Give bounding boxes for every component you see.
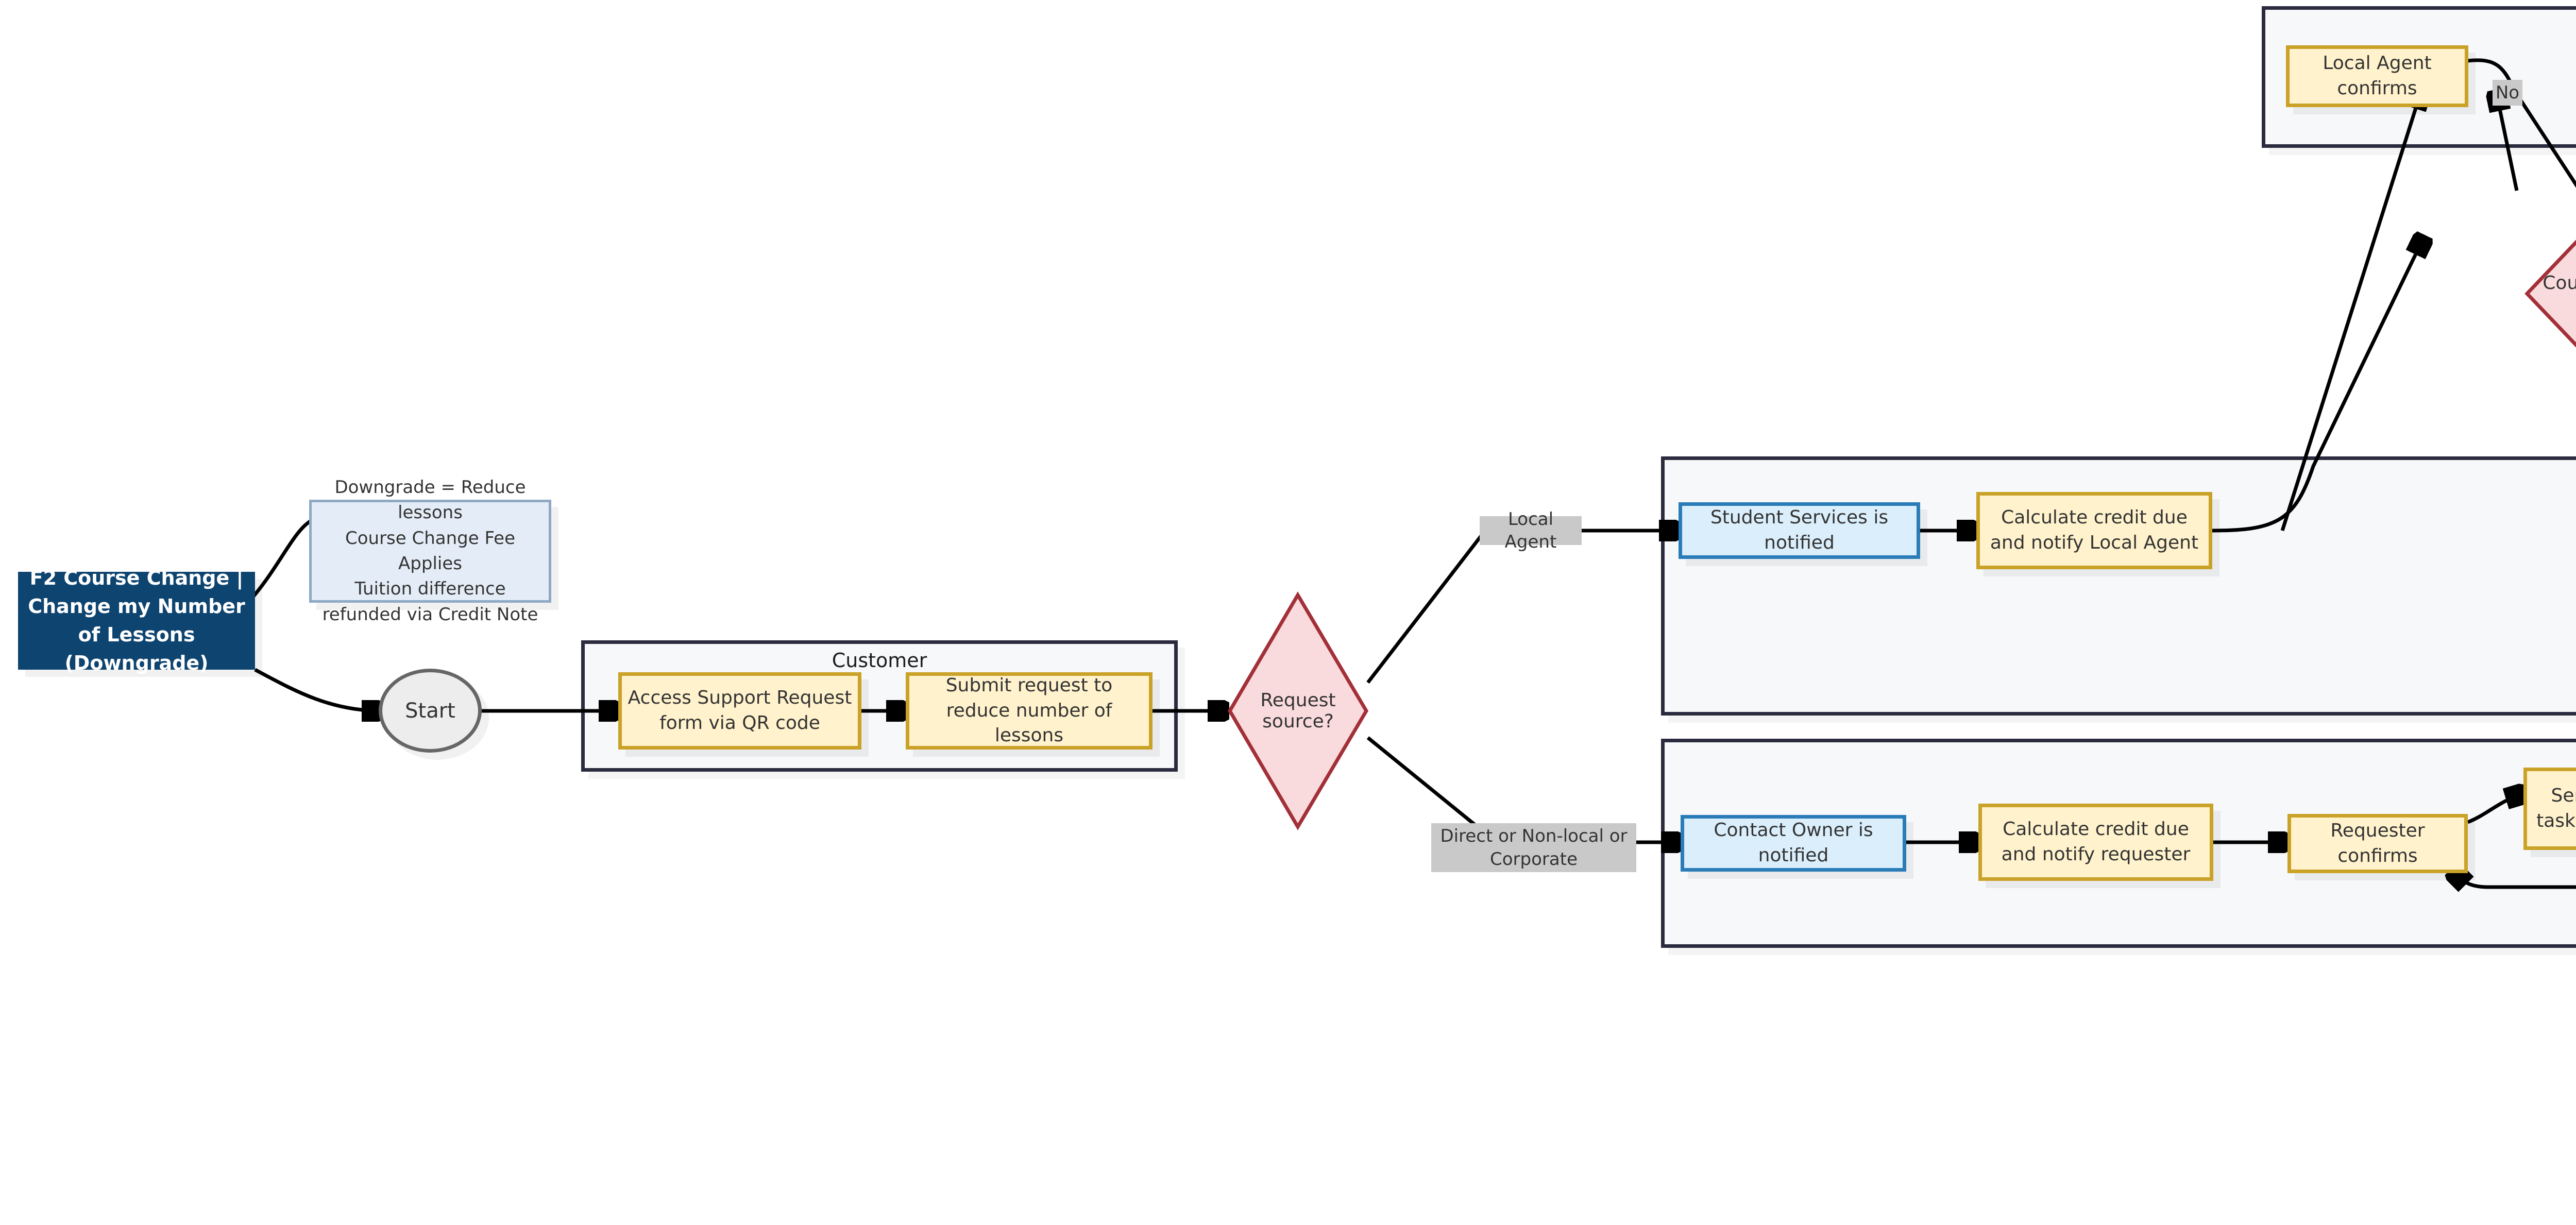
edge-label-local-agent: Local Agent bbox=[1480, 509, 1582, 552]
node-fee-paid-top[interactable]: Course Change Fee paid? bbox=[2524, 180, 2576, 407]
node-requester-confirms[interactable]: Requester confirms bbox=[2287, 814, 2468, 873]
lane-title-contact-owner: Contact_Owner bbox=[1665, 747, 2576, 770]
lane-title-local-agent: Local_Agent bbox=[2265, 15, 2576, 38]
node-local-agent-confirms[interactable]: Local Agent confirms bbox=[2286, 45, 2468, 107]
node-local-agent-confirms-label: Local Agent confirms bbox=[2323, 53, 2432, 99]
node-submit-request[interactable]: Submit request to reduce number of lesso… bbox=[906, 672, 1153, 750]
note-box: Downgrade = Reduce lessons Course Change… bbox=[309, 477, 551, 625]
node-student-services-notified-label: Student Services is notified bbox=[1710, 507, 1889, 553]
node-send-change-request-task[interactable]: Send change request task to Student Serv… bbox=[2523, 768, 2576, 850]
node-calc-credit-notify-agent[interactable]: Calculate credit due and notify Local Ag… bbox=[1976, 492, 2212, 569]
title-block-label: F2 Course Change | Change my Number of L… bbox=[28, 566, 245, 675]
node-requester-confirms-label: Requester confirms bbox=[2330, 820, 2425, 866]
lane-title-customer: Customer bbox=[832, 649, 927, 672]
note-text: Downgrade = Reduce lessons Course Change… bbox=[322, 477, 538, 625]
edge-label-no-top-text: No bbox=[2495, 82, 2520, 103]
edge-label-no-top: No bbox=[2493, 80, 2522, 106]
node-start-label: Start bbox=[405, 699, 455, 723]
node-student-services-notified[interactable]: Student Services is notified bbox=[1679, 502, 1920, 559]
lane-title-student-services: Student_Services bbox=[1665, 465, 2576, 488]
edge-label-direct-non-local-text: Direct or Non-local or Corporate bbox=[1440, 826, 1628, 870]
node-calc-credit-notify-requester[interactable]: Calculate credit due and notify requeste… bbox=[1978, 804, 2213, 881]
edge-label-direct-non-local: Direct or Non-local or Corporate bbox=[1431, 823, 1636, 872]
edge-label-local-agent-text: Local Agent bbox=[1504, 508, 1557, 552]
node-contact-owner-notified-label: Contact Owner is notified bbox=[1714, 820, 1873, 866]
node-access-form[interactable]: Access Support Request form via QR code bbox=[618, 672, 861, 750]
node-calc-credit-notify-agent-label: Calculate credit due and notify Local Ag… bbox=[1990, 507, 2199, 553]
node-submit-request-label: Submit request to reduce number of lesso… bbox=[945, 675, 1113, 746]
title-block: F2 Course Change | Change my Number of L… bbox=[18, 567, 255, 674]
node-calc-credit-notify-requester-label: Calculate credit due and notify requeste… bbox=[2001, 819, 2191, 865]
node-request-source[interactable]: Request source? bbox=[1227, 591, 1369, 830]
node-access-form-label: Access Support Request form via QR code bbox=[628, 687, 852, 734]
node-send-change-request-task-label: Send change request task to Student Serv… bbox=[2536, 785, 2576, 831]
node-start[interactable]: Start bbox=[379, 669, 482, 753]
node-contact-owner-notified[interactable]: Contact Owner is notified bbox=[1681, 815, 1906, 872]
